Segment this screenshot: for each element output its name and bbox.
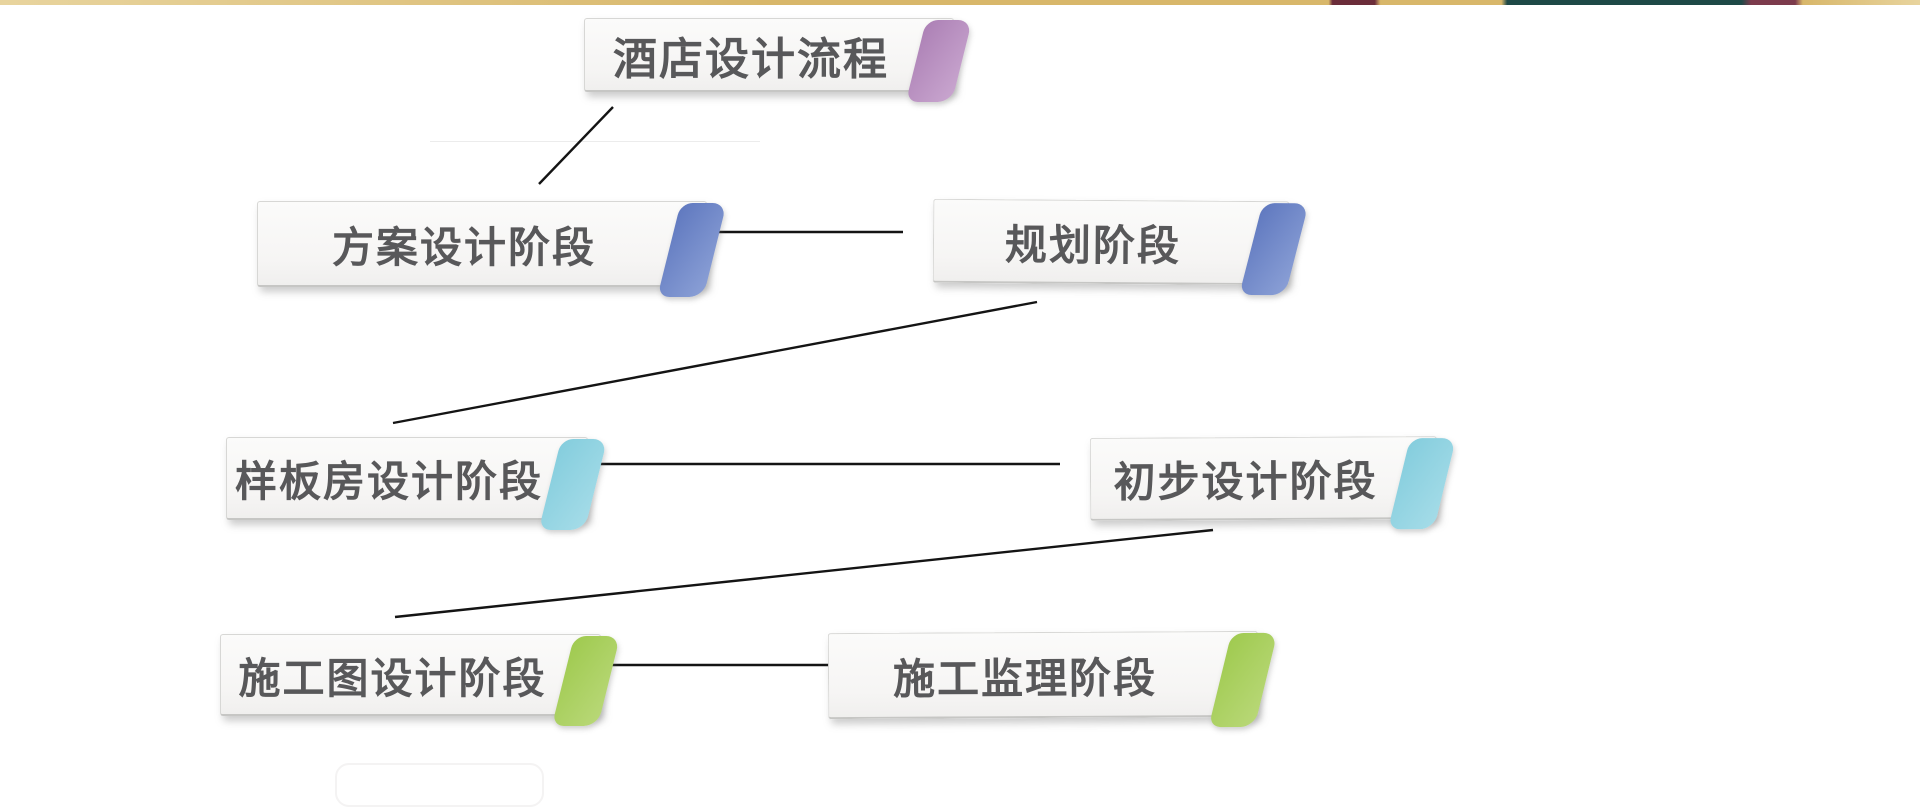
node-label: 方案设计阶段 <box>331 222 596 272</box>
node-plate <box>226 437 588 520</box>
node-construction-supervision-stage: 施工监理阶段 <box>827 630 1278 728</box>
node-label: 初步设计阶段 <box>1113 456 1378 507</box>
node-plate <box>220 634 601 716</box>
node-construction-drawing-stage: 施工图设计阶段 <box>220 634 621 726</box>
node-plate <box>257 201 707 287</box>
node-label: 酒店设计流程 <box>613 34 889 85</box>
node-planning-stage: 规划阶段 <box>932 198 1309 296</box>
node-hotel-design-process: 酒店设计流程 <box>584 18 973 102</box>
faint-ghost-shape <box>335 763 544 807</box>
node-label: 施工图设计阶段 <box>238 653 547 703</box>
node-model-room-design-stage: 样板房设计阶段 <box>226 437 608 530</box>
node-preliminary-design-stage: 初步设计阶段 <box>1089 436 1457 530</box>
backdrop-edge-strip <box>0 0 1920 5</box>
node-plate <box>584 18 954 92</box>
node-label: 规划阶段 <box>1004 219 1182 270</box>
node-label: 施工监理阶段 <box>892 652 1158 704</box>
node-scheme-design-stage: 方案设计阶段 <box>257 201 727 297</box>
faint-divider-line <box>430 141 760 142</box>
node-label: 样板房设计阶段 <box>234 457 543 506</box>
